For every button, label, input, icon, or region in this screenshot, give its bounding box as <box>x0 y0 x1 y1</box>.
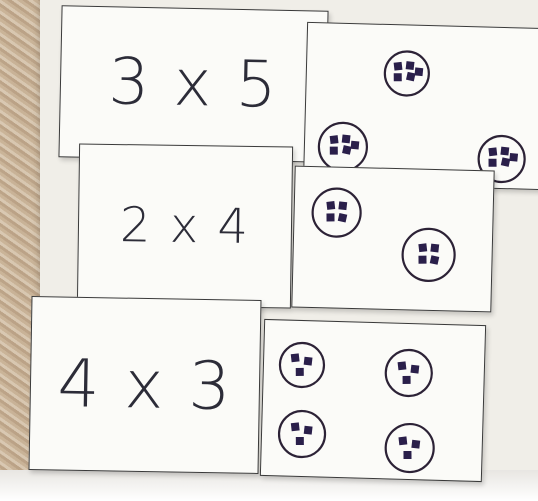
dot-square <box>338 213 348 223</box>
dot-square <box>410 365 419 374</box>
dot-square <box>304 357 313 366</box>
group-circle <box>385 423 434 472</box>
dot-square <box>406 72 416 82</box>
group-drawing <box>292 167 493 312</box>
dot-square <box>394 73 402 81</box>
dot-square <box>330 135 339 144</box>
equation-card: 2 x 4 <box>77 144 293 309</box>
dot-square <box>411 440 420 449</box>
group-card <box>260 319 486 482</box>
dot-square <box>403 451 411 459</box>
group-card <box>303 22 538 190</box>
equation-text: 4 x 3 <box>30 345 259 426</box>
dot-square <box>418 243 427 252</box>
group-drawing <box>304 23 538 189</box>
dot-square <box>296 437 304 445</box>
dot-square <box>338 201 347 210</box>
group-circle <box>318 122 367 171</box>
dot-square <box>394 62 403 71</box>
dot-square <box>509 153 518 162</box>
dot-square <box>296 368 304 376</box>
group-card <box>291 166 494 313</box>
dot-square <box>500 147 509 156</box>
dot-square <box>398 436 407 445</box>
dot-square <box>398 361 407 370</box>
dot-square <box>430 255 440 265</box>
group-circle <box>278 410 325 457</box>
dot-square <box>406 61 415 70</box>
equation-card: 4 x 3 <box>28 296 261 474</box>
dot-square <box>342 145 352 155</box>
dot-square <box>330 147 338 155</box>
dot-square <box>304 426 313 435</box>
dot-square <box>351 141 360 150</box>
dot-square <box>326 201 335 210</box>
dot-square <box>415 67 424 76</box>
dot-square <box>430 244 439 253</box>
group-drawing <box>261 320 485 481</box>
dot-square <box>291 353 300 362</box>
dot-square <box>291 422 300 431</box>
equation-text: 3 x 5 <box>60 44 326 124</box>
dot-square <box>418 256 426 264</box>
equation-text: 2 x 4 <box>79 197 292 256</box>
dot-square <box>326 213 334 221</box>
dot-square <box>342 134 351 143</box>
equation-card: 3 x 5 <box>58 5 328 163</box>
group-circle <box>385 349 432 396</box>
dot-square <box>489 159 497 167</box>
dot-square <box>403 376 411 384</box>
group-circle <box>312 188 361 237</box>
group-circle <box>279 342 324 387</box>
group-circle <box>402 228 455 281</box>
dot-square <box>501 157 511 167</box>
dot-square <box>488 147 497 156</box>
